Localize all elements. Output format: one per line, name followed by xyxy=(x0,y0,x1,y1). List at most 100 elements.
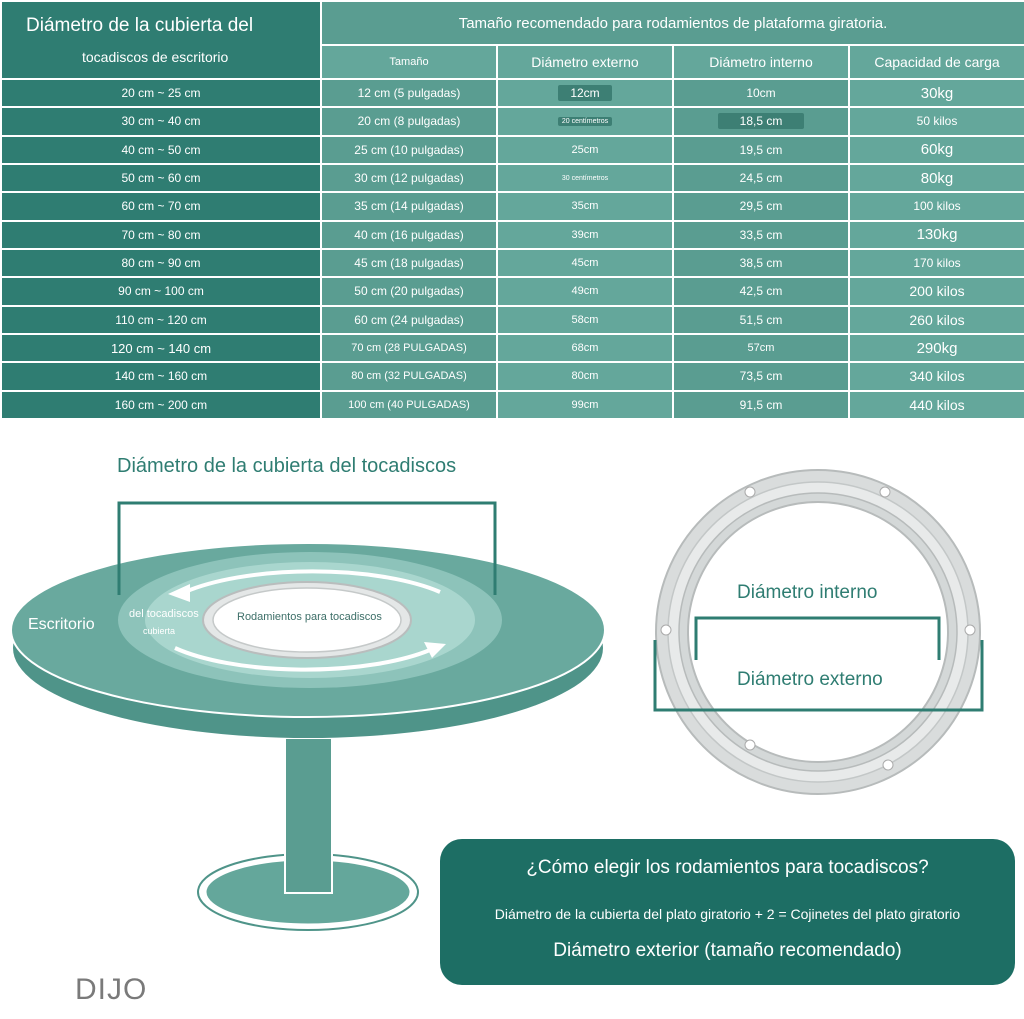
load-capacity-cell: 440 kilos xyxy=(847,389,1024,421)
column-header-load-capacity: Capacidad de carga xyxy=(847,44,1024,80)
bearing-size-table: Diámetro de la cubierta del tocadiscos d… xyxy=(0,0,1024,421)
outer-diameter-value: 20 centímetros xyxy=(557,116,613,126)
cover-label-line1: del tocadiscos xyxy=(129,608,199,620)
desk-label: Escritorio xyxy=(28,616,95,633)
load-capacity-cell: 80kg xyxy=(847,162,1024,194)
outer-diameter-label: Diámetro externo xyxy=(737,669,883,690)
desk-range-cell: 70 cm ~ 80 cm xyxy=(0,219,322,250)
inner-diameter-cell: 19,5 cm xyxy=(672,134,850,165)
size-cell: 100 cm (40 PULGADAS) xyxy=(320,389,498,421)
desk-diameter-header: Diámetro de la cubierta del tocadiscos d… xyxy=(0,0,322,80)
load-capacity-cell: 30kg xyxy=(847,77,1024,109)
outer-diameter-cell: 20 centímetros xyxy=(496,106,674,137)
size-cell: 40 cm (16 pulgadas) xyxy=(320,219,498,250)
desk-range-cell: 110 cm ~ 120 cm xyxy=(0,304,322,335)
inner-diameter-cell: 18,5 cm xyxy=(672,106,850,137)
inner-diameter-cell: 10cm xyxy=(672,77,850,109)
load-capacity-cell: 200 kilos xyxy=(847,276,1024,307)
outer-diameter-bracket xyxy=(653,640,984,712)
inner-diameter-label: Diámetro interno xyxy=(737,582,878,603)
table-row: 140 cm ~ 160 cm 80 cm (32 PULGADAS) 80cm… xyxy=(0,361,1024,392)
desk-range-cell: 120 cm ~ 140 cm xyxy=(0,332,322,364)
size-cell: 35 cm (14 pulgadas) xyxy=(320,191,498,222)
bearing-label: Rodamientos para tocadiscos xyxy=(237,611,382,623)
table-row: 90 cm ~ 100 cm 50 cm (20 pulgadas) 49cm … xyxy=(0,276,1024,307)
load-capacity-cell: 340 kilos xyxy=(847,361,1024,392)
outer-diameter-value: 12cm xyxy=(558,85,612,102)
inner-diameter-cell: 42,5 cm xyxy=(672,276,850,307)
size-cell: 50 cm (20 pulgadas) xyxy=(320,276,498,307)
load-capacity-cell: 60kg xyxy=(847,134,1024,165)
desk-header-line2: tocadiscos de escritorio xyxy=(82,49,229,65)
table-row: 60 cm ~ 70 cm 35 cm (14 pulgadas) 35cm 2… xyxy=(0,191,1024,222)
desk-range-cell: 80 cm ~ 90 cm xyxy=(0,247,322,279)
inner-diameter-cell: 91,5 cm xyxy=(672,389,850,421)
recommended-size-header: Tamaño recomendado para rodamientos de p… xyxy=(319,0,1024,46)
diagram-area: Diámetro de la cubierta del tocadiscos E… xyxy=(0,420,1024,1019)
inner-diameter-cell: 38,5 cm xyxy=(672,247,850,279)
outer-diameter-cell: 80cm xyxy=(496,361,674,392)
bearing-ring-inner xyxy=(687,501,949,763)
table-row: 160 cm ~ 200 cm 100 cm (40 PULGADAS) 99c… xyxy=(0,389,1024,421)
table-row: 110 cm ~ 120 cm 60 cm (24 pulgadas) 58cm… xyxy=(0,304,1024,335)
table-row: 50 cm ~ 60 cm 30 cm (12 pulgadas) 30 cen… xyxy=(0,162,1024,194)
how-to-question: ¿Cómo elegir los rodamientos para tocadi… xyxy=(526,857,929,878)
load-capacity-cell: 100 kilos xyxy=(847,191,1024,222)
desk-range-cell: 50 cm ~ 60 cm xyxy=(0,162,322,194)
load-capacity-cell: 290kg xyxy=(847,332,1024,364)
size-cell: 70 cm (28 PULGADAS) xyxy=(320,332,498,364)
desk-range-cell: 40 cm ~ 50 cm xyxy=(0,134,322,165)
outer-diameter-cell: 68cm xyxy=(496,332,674,364)
desk-range-cell: 60 cm ~ 70 cm xyxy=(0,191,322,222)
table-row: 120 cm ~ 140 cm 70 cm (28 PULGADAS) 68cm… xyxy=(0,332,1024,364)
diagram-title: Diámetro de la cubierta del tocadiscos xyxy=(117,455,457,477)
outer-diameter-cell: 25cm xyxy=(496,134,674,165)
desk-header-line1: Diámetro de la cubierta del xyxy=(26,15,254,36)
load-capacity-cell: 50 kilos xyxy=(847,106,1024,137)
size-cell: 80 cm (32 PULGADAS) xyxy=(320,361,498,392)
outer-diameter-cell: 49cm xyxy=(496,276,674,307)
load-capacity-cell: 130kg xyxy=(847,219,1024,250)
inner-diameter-cell: 57cm xyxy=(672,332,850,364)
outer-diameter-cell: 39cm xyxy=(496,219,674,250)
outer-diameter-cell: 12cm xyxy=(496,77,674,109)
column-header-size: Tamaño xyxy=(320,44,498,80)
how-to-choose-box: ¿Cómo elegir los rodamientos para tocadi… xyxy=(440,839,1015,985)
watermark: DIJO xyxy=(75,973,148,1006)
inner-diameter-cell: 33,5 cm xyxy=(672,219,850,250)
column-header-outer-diameter: Diámetro externo xyxy=(496,44,674,80)
size-cell: 25 cm (10 pulgadas) xyxy=(320,134,498,165)
desk-range-cell: 160 cm ~ 200 cm xyxy=(0,389,322,421)
size-cell: 20 cm (8 pulgadas) xyxy=(320,106,498,137)
table-row: 80 cm ~ 90 cm 45 cm (18 pulgadas) 45cm 3… xyxy=(0,247,1024,279)
outer-diameter-cell: 58cm xyxy=(496,304,674,335)
size-cell: 30 cm (12 pulgadas) xyxy=(320,162,498,194)
inner-diameter-value: 18,5 cm xyxy=(717,113,805,130)
desk-range-cell: 140 cm ~ 160 cm xyxy=(0,361,322,392)
inner-diameter-cell: 29,5 cm xyxy=(672,191,850,222)
size-cell: 60 cm (24 pulgadas) xyxy=(320,304,498,335)
column-header-inner-diameter: Diámetro interno xyxy=(672,44,850,80)
table-row: 20 cm ~ 25 cm 12 cm (5 pulgadas) 12cm 10… xyxy=(0,77,1024,109)
table-row: 30 cm ~ 40 cm 20 cm (8 pulgadas) 20 cent… xyxy=(0,106,1024,137)
load-capacity-cell: 170 kilos xyxy=(847,247,1024,279)
cover-diameter-bracket xyxy=(117,501,497,595)
table-row: 70 cm ~ 80 cm 40 cm (16 pulgadas) 39cm 3… xyxy=(0,219,1024,250)
inner-diameter-cell: 73,5 cm xyxy=(672,361,850,392)
inner-diameter-cell: 51,5 cm xyxy=(672,304,850,335)
desk-range-cell: 90 cm ~ 100 cm xyxy=(0,276,322,307)
table-row: 40 cm ~ 50 cm 25 cm (10 pulgadas) 25cm 1… xyxy=(0,134,1024,165)
inner-diameter-bracket xyxy=(694,616,941,660)
desk-range-cell: 30 cm ~ 40 cm xyxy=(0,106,322,137)
outer-diameter-cell: 35cm xyxy=(496,191,674,222)
inner-diameter-cell: 24,5 cm xyxy=(672,162,850,194)
outer-diameter-cell: 99cm xyxy=(496,389,674,421)
cover-label-line2: cubierta xyxy=(143,626,176,636)
outer-diameter-cell: 30 centímetros xyxy=(496,162,674,194)
load-capacity-cell: 260 kilos xyxy=(847,304,1024,335)
table-leg xyxy=(284,737,333,894)
how-to-result: Diámetro exterior (tamaño recomendado) xyxy=(553,940,902,961)
desk-range-cell: 20 cm ~ 25 cm xyxy=(0,77,322,109)
size-cell: 12 cm (5 pulgadas) xyxy=(320,77,498,109)
outer-diameter-cell: 45cm xyxy=(496,247,674,279)
